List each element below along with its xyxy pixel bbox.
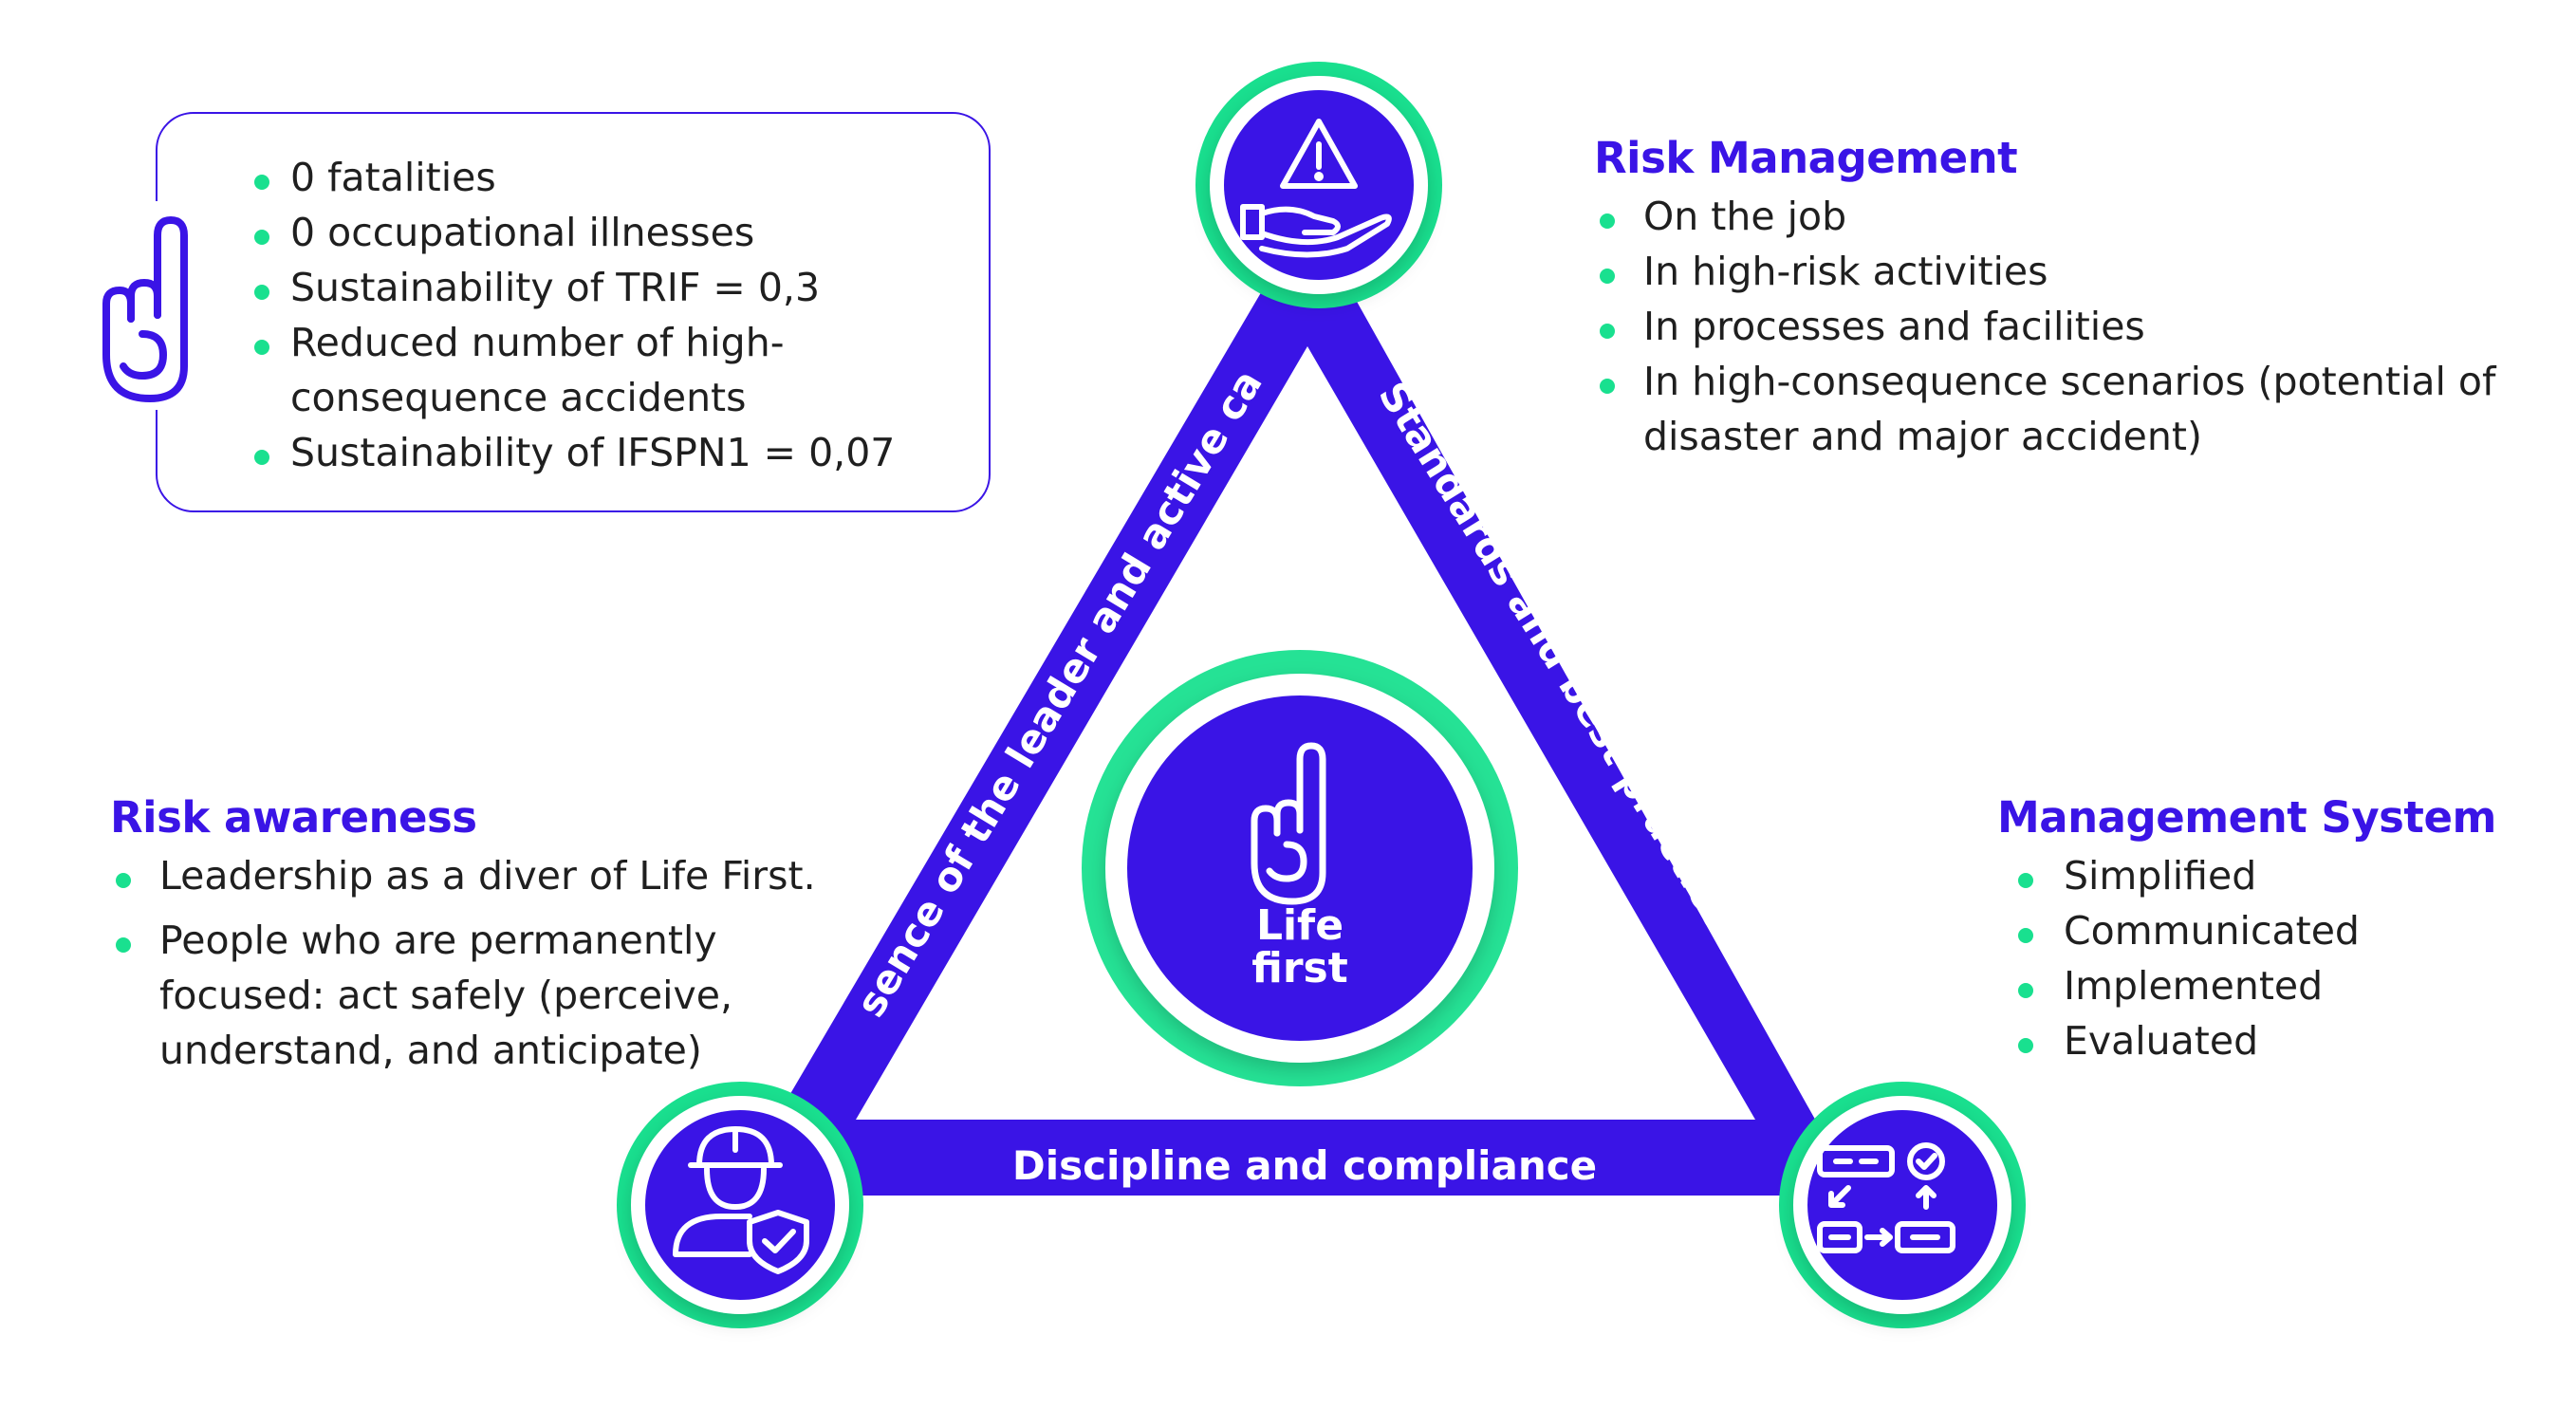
- goals-list: 0 fatalities 0 occupational illnesses Su…: [252, 150, 992, 480]
- risk-management-title: Risk Management: [1594, 133, 2018, 183]
- risk-awareness-list: Leadership as a diver of Life First. Peo…: [110, 848, 869, 1078]
- management-system-title: Management System: [1997, 792, 2496, 843]
- goal-item: Reduced number of high-consequence accid…: [252, 315, 822, 425]
- warning-hand-icon: [1240, 119, 1392, 258]
- goal-item: 0 occupational illnesses: [252, 205, 992, 260]
- hand-pointing-up-icon: [102, 216, 188, 402]
- risk-management-item: In high-consequence scenarios (potential…: [1594, 354, 2497, 464]
- management-system-item: Simplified: [1997, 848, 2529, 903]
- triangle-frame: [731, 213, 1858, 1196]
- management-system-item: Evaluated: [1997, 1013, 2529, 1068]
- management-system-item: Implemented: [1997, 958, 2529, 1013]
- hand-pointing-up-icon: [1251, 742, 1326, 905]
- bottom-right-node: [1779, 1082, 2026, 1328]
- risk-management-panel: Risk Management On the job In high-risk …: [1594, 133, 2543, 464]
- process-flow-icon: [1817, 1142, 1955, 1253]
- risk-management-list: On the job In high-risk activities In pr…: [1594, 189, 2543, 464]
- management-system-list: Simplified Communicated Implemented Eval…: [1997, 848, 2529, 1068]
- risk-management-item: In processes and facilities: [1594, 299, 2543, 354]
- management-system-panel: Management System Simplified Communicate…: [1997, 792, 2529, 1068]
- bottom-left-node: [617, 1082, 863, 1328]
- goals-icon-wrap: [89, 201, 222, 410]
- bottom-side-label: Discipline and compliance: [1012, 1142, 1597, 1189]
- risk-management-item: On the job: [1594, 189, 2543, 244]
- management-system-item: Communicated: [1997, 903, 2529, 958]
- center-node: Life first: [1082, 650, 1518, 1086]
- risk-management-item: In high-risk activities: [1594, 244, 2543, 299]
- risk-awareness-item: People who are permanently focused: act …: [110, 913, 767, 1078]
- worker-shield-icon: [673, 1126, 809, 1274]
- center-label-line1: Life: [1256, 901, 1344, 950]
- top-node: [1195, 62, 1442, 308]
- center-label-line2: first: [1251, 944, 1348, 992]
- goal-item: Sustainability of TRIF = 0,3: [252, 260, 992, 315]
- goal-item: 0 fatalities: [252, 150, 992, 205]
- risk-awareness-panel: Risk awareness Leadership as a diver of …: [110, 792, 869, 1078]
- goals-box: 0 fatalities 0 occupational illnesses Su…: [89, 112, 992, 512]
- risk-awareness-item: Leadership as a diver of Life First.: [110, 848, 869, 903]
- goal-item: Sustainability of IFSPN1 = 0,07: [252, 425, 992, 480]
- risk-awareness-title: Risk awareness: [110, 792, 477, 843]
